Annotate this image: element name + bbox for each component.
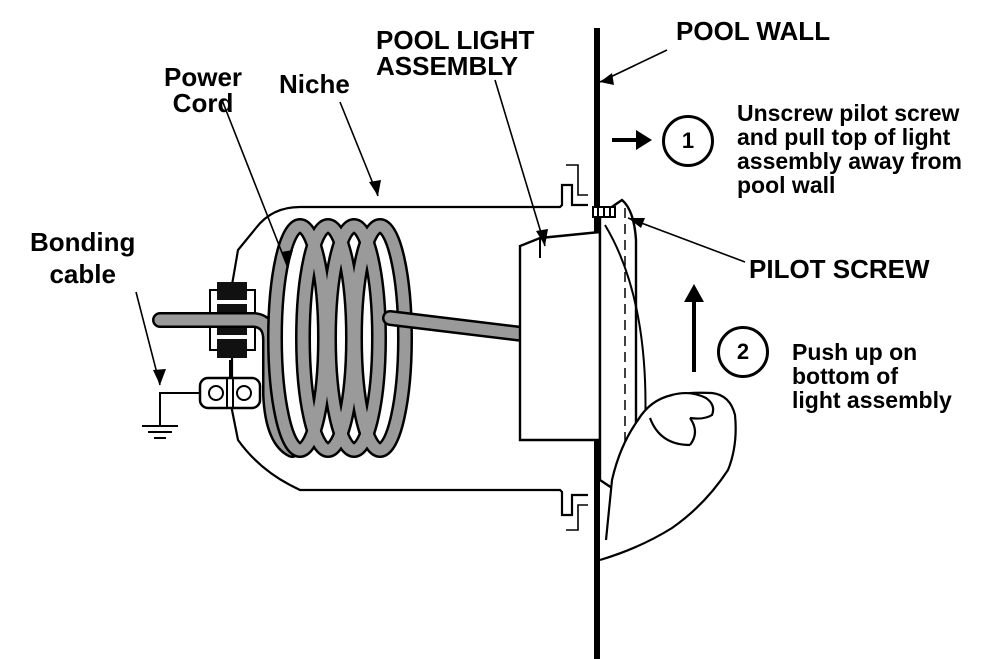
step-2-line-1: Push up on xyxy=(792,339,918,365)
step-1-line-2: and pull top of light xyxy=(737,124,951,150)
step-2-line-3: light assembly xyxy=(792,387,952,413)
power-cord-label: Power Cord xyxy=(164,64,242,116)
step-2-number: 2 xyxy=(717,326,769,378)
light-assembly xyxy=(518,198,647,492)
step-1-line-1: Unscrew pilot screw xyxy=(737,100,960,126)
arrow-right-icon xyxy=(612,130,652,150)
hand-icon xyxy=(599,391,737,562)
pilot-screw xyxy=(592,206,616,218)
niche-housing xyxy=(230,164,588,531)
pool-light-assembly-label: POOL LIGHT ASSEMBLY xyxy=(376,27,534,79)
step-1-line-3: assembly away from xyxy=(737,148,963,174)
step-1-line-4: pool wall xyxy=(737,172,836,198)
step-1-number: 1 xyxy=(662,115,714,167)
power-cord xyxy=(152,218,530,458)
pool-light-assembly-line-1: POOL LIGHT xyxy=(376,25,535,55)
pool-wall-label: POOL WALL xyxy=(676,16,831,46)
power-cord-line-2: Cord xyxy=(172,88,234,118)
bonding-cable-line-2: cable xyxy=(49,259,116,289)
niche-label: Niche xyxy=(279,69,350,99)
ground-symbol-icon xyxy=(142,392,200,439)
bonding-cable-line-1: Bonding xyxy=(30,227,136,257)
step-2-instructions: Push up on bottom of light assembly xyxy=(792,340,952,412)
pilot-screw-label: PILOT SCREW xyxy=(749,254,930,284)
pool-light-assembly-line-2: ASSEMBLY xyxy=(376,51,519,81)
bonding-cable-label: Bonding cable xyxy=(30,226,135,290)
step-1-instructions: Unscrew pilot screw and pull top of ligh… xyxy=(737,101,962,197)
leader-arrowheads xyxy=(153,73,645,385)
leader-lines xyxy=(135,49,746,386)
bonding-lug xyxy=(198,360,262,410)
step-2-line-2: bottom of xyxy=(792,363,899,389)
power-cord-line-1: Power xyxy=(164,62,243,92)
arrow-up-icon xyxy=(684,284,704,372)
